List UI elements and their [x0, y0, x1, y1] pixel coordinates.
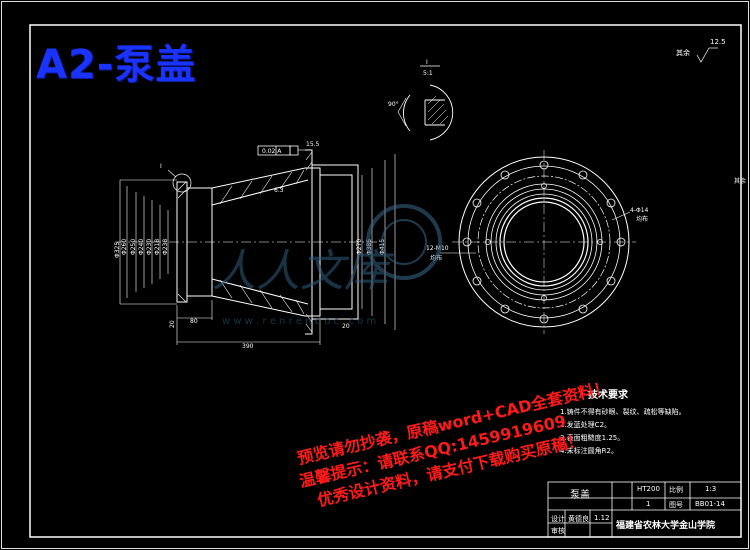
tb-scale: 1:3: [705, 485, 717, 493]
dim-groove: 15.5: [306, 141, 320, 148]
dim-d1: Φ325: [114, 242, 121, 258]
roughness-suffix: 其余: [676, 49, 690, 57]
roughness-value: 12.5: [710, 38, 726, 46]
tech-req-list: 1.铸件不得有砂眼、裂纹、疏松等缺陷。 2.发蓝处理C2。 3.表面粗糙度1.2…: [560, 406, 686, 458]
title-block: [547, 481, 742, 538]
inner-frame: [29, 24, 742, 538]
tb-scale-label: 比例: [669, 486, 683, 494]
detail-view-scale: 5:1: [423, 70, 433, 77]
holes-note: 均布: [636, 215, 648, 223]
tech-req-item: 3.表面粗糙度1.25。: [560, 434, 625, 442]
tech-req-item: 2.发蓝处理C2。: [560, 421, 612, 429]
watermark-url: w w w . r e n r e n d o c . c o m: [222, 316, 376, 327]
watermark-text: 人人文库: [212, 246, 395, 297]
detail-view-label: I: [426, 59, 428, 66]
tb-date: 1.12: [594, 514, 610, 522]
tech-req-item: 1.铸件不得有砂眼、裂纹、疏松等缺陷。: [560, 408, 686, 416]
side-note: 其余: [734, 178, 747, 185]
tb-quantity: 1: [646, 500, 651, 508]
detail-mark-i: I: [160, 163, 162, 170]
holes-label: 4-Φ14: [630, 207, 649, 214]
dim-d4: Φ240: [138, 239, 145, 255]
watermark-logo: 人人文库 w w w . r e n r e n d o c . c o m: [212, 204, 442, 327]
detail-view: [397, 65, 454, 141]
tech-req-item: 4.未标注圆角R2。: [560, 447, 618, 455]
dim-d7: Φ238: [162, 239, 169, 255]
thread-label: 12-M10: [426, 245, 449, 252]
tech-req-title: 技术要求: [588, 390, 628, 401]
tb-designer: 黄德良: [568, 515, 589, 523]
dim-chamfer: 6.3: [274, 187, 284, 194]
tb-designer-label: 设计: [551, 515, 565, 523]
dim-d3: Φ250: [130, 239, 137, 255]
dim-thick-left: 20: [169, 320, 176, 328]
roughness-symbol: [696, 47, 718, 63]
dim-d6: Φ218: [154, 239, 161, 255]
detail-view-angle: 90°: [388, 101, 399, 108]
dim-thick-right: 20: [342, 323, 350, 330]
tb-school: 福建省农林大学金山学院: [616, 521, 716, 531]
tb-material: HT200: [637, 485, 660, 493]
dim-d8: Φ270: [356, 239, 363, 255]
section-view: [115, 145, 396, 345]
dim-total-length: 390: [242, 343, 254, 350]
dim-d5: Φ230: [146, 239, 153, 255]
page-title: A2-泵盖: [36, 42, 197, 88]
dim-small-length: 80: [190, 318, 198, 325]
tb-drawing-no-label: 图号: [669, 501, 683, 509]
tb-check-label: 审核: [551, 527, 565, 535]
tolerance-frame-label: 0.02 A: [262, 148, 282, 155]
tb-drawing-no: BB01-14: [695, 500, 725, 508]
end-view: [440, 150, 636, 334]
dim-d2: Φ260: [121, 239, 128, 255]
tb-part-name: 泵盖: [570, 490, 590, 501]
